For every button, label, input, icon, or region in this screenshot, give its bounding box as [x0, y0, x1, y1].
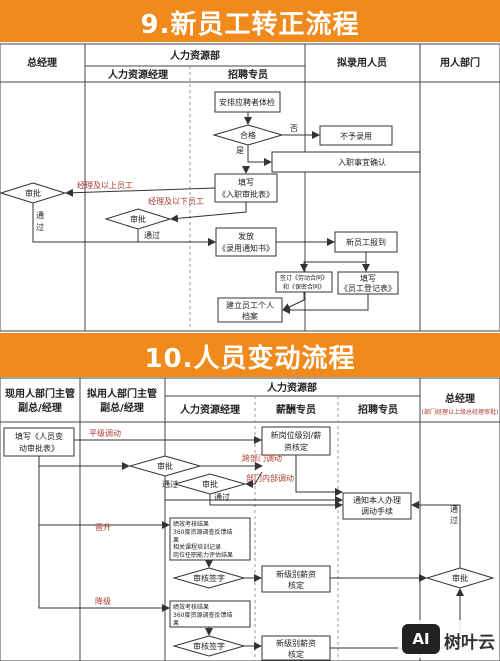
s1-text-confirm-onboard: 入职事宜确认 — [338, 157, 386, 167]
s1-lane-dept: 用人部门 — [439, 56, 480, 69]
s1-label-yes: 是 — [236, 146, 244, 155]
s2-lane-hr: 人力资源部 — [267, 381, 317, 394]
s2-label-demote: 降级 — [95, 596, 111, 606]
s2-text-notify-2: 调动手续 — [361, 506, 393, 516]
s1-text-archive-1: 建立员工个人 — [226, 300, 274, 310]
watermark-text: 树叶云 — [444, 633, 495, 653]
s1-lane-hr: 人力资源部 — [170, 49, 220, 62]
s2-text-perf-down-2: 360度资源调查反馈结 — [173, 611, 232, 619]
s2-label-pass-1: 通 — [450, 504, 458, 514]
s2-label-intra-dept: 部门内部调动 — [246, 473, 294, 483]
section1-banner: 9.新员工转正流程 — [0, 0, 500, 42]
s2-box-perf-down — [169, 600, 251, 628]
s2-lane-current-dept-1: 现用人部门主管 — [5, 387, 75, 400]
s1-text-sign-contract-2: 和《保密合同》 — [283, 283, 325, 291]
s1-lane-gm: 总经理 — [27, 56, 57, 69]
s1-label-pass-2: 过 — [36, 222, 44, 232]
s2-text-salary-up-1: 新级别薪资 — [276, 569, 316, 579]
s1-box-confirm-onboard — [271, 151, 421, 173]
s1-label-above-manager: 经理及以上员工 — [77, 180, 133, 190]
s1-text-gm-approve: 审批 — [25, 188, 41, 198]
watermark: AI 树叶云 — [398, 620, 498, 658]
s2-text-approve-b: 审批 — [202, 479, 218, 489]
s1-label-pass: 通过 — [144, 230, 160, 240]
s1-box-reject — [319, 125, 393, 146]
s2-text-approve-a: 审批 — [157, 461, 173, 471]
s2-text-gm-approve: 审批 — [452, 573, 468, 583]
s1-text-sign-contract-1: 签订《劳动合同》 — [280, 274, 328, 282]
s2-text-fill-form-1: 填写《人员变 — [15, 431, 63, 441]
s2-text-perf-up-2: 360度资源调查反馈结 — [173, 528, 232, 536]
s1-lane-recruiter: 招聘专员 — [228, 68, 268, 81]
s1-label-below-manager: 经理及以下员工 — [148, 196, 204, 206]
s2-label-level-transfer: 平级调动 — [89, 428, 121, 438]
s2-label-promote: 晋升 — [95, 523, 111, 532]
s2-box-new-salary — [261, 426, 331, 456]
s2-lane-target-dept-1: 拟用人部门主管 — [87, 387, 157, 400]
s2-label-pass-2: 过 — [450, 515, 458, 525]
s2-lane-gm: 总经理 — [445, 392, 475, 405]
s1-box-fill-approval — [214, 173, 278, 203]
s2-lane-current-dept-2: 副总/经理 — [18, 401, 62, 414]
s2-text-perf-down-3: 果 — [173, 620, 179, 627]
section1-title: 9.新员工转正流程 — [140, 10, 360, 40]
s1-text-fill-register-2: 《员工登记表》 — [340, 283, 396, 293]
s1-text-receive-offer: 新员工报到 — [346, 237, 386, 247]
section1-swimlanes — [0, 43, 500, 332]
s2-text-sign-down: 审核签字 — [193, 641, 225, 651]
section2-banner: 10.人员变动流程 — [0, 333, 500, 377]
s2-label-cross-dept: 跨部门调动 — [242, 453, 282, 463]
s1-text-archive-2: 档案 — [242, 311, 258, 321]
s2-lane-recruiter: 招聘专员 — [358, 403, 398, 416]
s1-box-send-offer — [215, 227, 277, 257]
watermark-logo: AI — [402, 624, 440, 654]
s1-text-qualified: 合格 — [240, 130, 256, 140]
s2-text-salary-up-2: 核定 — [288, 580, 304, 590]
s1-label-pass-1: 通 — [36, 210, 44, 220]
s1-text-fill-approval-1: 填写 — [238, 177, 254, 187]
s2-lane-target-dept-2: 副总/经理 — [100, 401, 144, 414]
s1-text-arrange-exam: 安排应聘者体检 — [219, 97, 275, 107]
s1-box-archive — [217, 297, 283, 323]
s2-text-salary-down-1: 新级别薪资 — [276, 638, 316, 648]
s1-text-fill-register-1: 填写 — [360, 273, 376, 283]
s2-text-new-salary-2: 资核定 — [284, 442, 308, 452]
s1-text-fill-approval-2: 《入职审批表》 — [218, 189, 274, 199]
s1-lane-new-hire: 拟录用人员 — [337, 56, 387, 69]
s2-text-new-salary-1: 新岗位级别/薪 — [271, 430, 322, 440]
s1-label-no: 否 — [290, 124, 298, 133]
s1-text-send-offer-1: 发放 — [238, 231, 254, 241]
s2-box-salary-up — [261, 565, 331, 593]
section2-title: 10.人员变动流程 — [144, 344, 356, 374]
s2-box-notify — [342, 492, 412, 520]
s2-diamond-sign-down — [172, 635, 246, 657]
s2-text-sign-up: 审核签字 — [193, 573, 225, 583]
s2-text-perf-up-5: 岗位任职能力评估结果 — [173, 551, 233, 559]
s2-text-fill-form-2: 动审批表》 — [19, 443, 59, 453]
s2-lane-hr-manager: 人力资源经理 — [180, 403, 240, 416]
section2-swimlanes — [0, 377, 500, 661]
s2-text-notify-1: 通知本人办理 — [353, 495, 401, 505]
s1-lane-hr-manager: 人力资源经理 — [108, 68, 168, 81]
s2-text-perf-up-1: 绩效考核结果 — [173, 520, 209, 528]
s2-label-pass-b: 通过 — [214, 492, 230, 502]
s2-diamond-sign-up — [172, 567, 246, 589]
s2-lane-gm-note: (部门经理以上级总经理审批) — [422, 408, 499, 416]
s2-label-pass-a: 通过 — [162, 479, 178, 489]
s1-text-hr-approve: 审批 — [130, 214, 146, 224]
s2-lane-payroll: 薪酬专员 — [276, 403, 316, 416]
s2-text-perf-down-1: 绩效考核结果 — [173, 603, 209, 611]
s2-text-salary-down-2: 核定 — [288, 649, 304, 659]
s2-text-perf-up-3: 果 — [173, 537, 179, 544]
s2-text-perf-up-4: 相关课程培训记录 — [173, 543, 221, 551]
s2-box-fill-form — [3, 427, 75, 457]
s1-text-send-offer-2: 《录用通知书》 — [218, 243, 274, 253]
s2-box-perf-up — [169, 517, 251, 561]
s1-text-reject: 不予录用 — [340, 132, 372, 141]
